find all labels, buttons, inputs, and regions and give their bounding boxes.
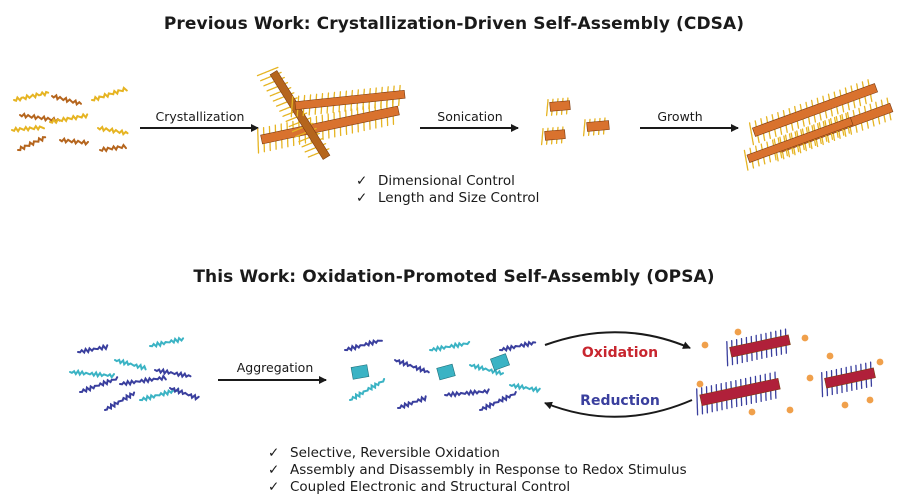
bottom-bullet-item: ✓Coupled Electronic and Structural Contr… bbox=[268, 479, 571, 495]
polymer-chain bbox=[290, 96, 294, 118]
polymer-chain bbox=[499, 340, 537, 353]
polymer-chain bbox=[149, 336, 185, 349]
reduction-arrow bbox=[544, 399, 693, 418]
bottom-section-title: This Work: Oxidation-Promoted Self-Assem… bbox=[193, 267, 715, 287]
bottom-bullet-item: ✓Assembly and Disassembly in Response to… bbox=[268, 462, 687, 478]
top-bullet-list: ✓Dimensional Control ✓Length and Size Co… bbox=[356, 173, 539, 207]
dopant-ion bbox=[734, 328, 742, 336]
polymer-chain bbox=[169, 386, 200, 402]
polymer-chain bbox=[49, 112, 89, 125]
polymer-chain bbox=[444, 388, 490, 398]
polymer-chain bbox=[91, 86, 128, 102]
polymer-chain bbox=[11, 124, 45, 134]
polymer-chain bbox=[349, 378, 386, 401]
polymer-chain bbox=[69, 368, 115, 379]
crystal-slab bbox=[260, 105, 400, 145]
growth-label: Growth bbox=[657, 109, 703, 124]
polymer-chain bbox=[17, 136, 47, 152]
crystal-slab bbox=[751, 83, 879, 137]
polymer-chain bbox=[696, 388, 699, 416]
polymer-chain bbox=[77, 343, 109, 355]
sonication-label: Sonication bbox=[437, 109, 503, 124]
polymer-chain bbox=[394, 358, 430, 374]
polymer-chain bbox=[479, 391, 517, 411]
polymer-chain bbox=[397, 395, 427, 410]
polymer-chain bbox=[540, 128, 544, 146]
check-icon: ✓ bbox=[268, 445, 280, 461]
polymer-chain bbox=[726, 341, 729, 367]
dopant-ion bbox=[866, 396, 874, 404]
dopant-ion bbox=[748, 408, 756, 416]
polymer-chain bbox=[97, 125, 129, 136]
polymer-chain bbox=[51, 93, 82, 107]
polymer-chain bbox=[429, 340, 471, 353]
top-bullet-item: ✓Dimensional Control bbox=[356, 173, 515, 189]
crystal-slab bbox=[544, 129, 566, 141]
dopant-ion bbox=[786, 406, 794, 414]
crystal-slab bbox=[294, 89, 406, 111]
dopant-ion bbox=[826, 352, 834, 360]
polymer-chain bbox=[257, 128, 260, 154]
bottom-bullet-list: ✓Selective, Reversible Oxidation ✓Assemb… bbox=[268, 445, 687, 496]
aggregation-label: Aggregation bbox=[236, 360, 314, 375]
dopant-ion bbox=[841, 401, 849, 409]
dopant-ion bbox=[696, 380, 704, 388]
top-bullet-item: ✓Length and Size Control bbox=[356, 190, 540, 206]
crystal-slab bbox=[699, 377, 781, 407]
polymer-chain bbox=[104, 391, 136, 411]
polymer-chain bbox=[256, 66, 279, 77]
reduction-label: Reduction bbox=[580, 393, 660, 409]
aggregate-block bbox=[490, 353, 510, 371]
bottom-bullet-item: ✓Selective, Reversible Oxidation bbox=[268, 445, 500, 461]
crystal-slab bbox=[824, 367, 876, 389]
polymer-chain bbox=[119, 374, 167, 387]
polymer-chain bbox=[79, 376, 119, 394]
dopant-ion bbox=[806, 374, 814, 382]
crystal-slab bbox=[729, 334, 791, 358]
polymer-chain bbox=[821, 371, 824, 398]
polymer-chain bbox=[139, 387, 180, 402]
top-section-title: Previous Work: Crystallization-Driven Se… bbox=[163, 14, 745, 34]
dopant-ion bbox=[701, 341, 709, 349]
polymer-chain bbox=[469, 363, 504, 376]
polymer-chain bbox=[114, 358, 147, 371]
dopant-ion bbox=[876, 358, 884, 366]
polymer-chain bbox=[545, 99, 549, 117]
aggregate-block bbox=[436, 363, 456, 381]
polymer-chain bbox=[13, 90, 50, 102]
crystallization-label: Crystallization bbox=[155, 109, 245, 124]
polymer-chain bbox=[748, 122, 755, 146]
crystal-slab bbox=[746, 117, 854, 163]
polymer-chain bbox=[59, 136, 89, 147]
check-icon: ✓ bbox=[356, 173, 368, 189]
polymer-chain bbox=[344, 338, 383, 352]
crystal-slab bbox=[586, 120, 610, 132]
crystal-slab bbox=[549, 100, 571, 112]
crystal-slab bbox=[269, 70, 331, 160]
dopant-ion bbox=[801, 334, 809, 342]
polymer-chain bbox=[582, 119, 586, 137]
check-icon: ✓ bbox=[268, 479, 280, 495]
oxidation-label: Oxidation bbox=[581, 345, 659, 361]
polymer-chain bbox=[509, 382, 541, 394]
oxidation-arrow bbox=[544, 331, 691, 349]
check-icon: ✓ bbox=[268, 462, 280, 478]
check-icon: ✓ bbox=[356, 190, 368, 206]
aggregate-block bbox=[350, 364, 370, 380]
polymer-chain bbox=[743, 149, 749, 171]
polymer-chain bbox=[154, 367, 192, 379]
polymer-chain bbox=[99, 143, 127, 153]
